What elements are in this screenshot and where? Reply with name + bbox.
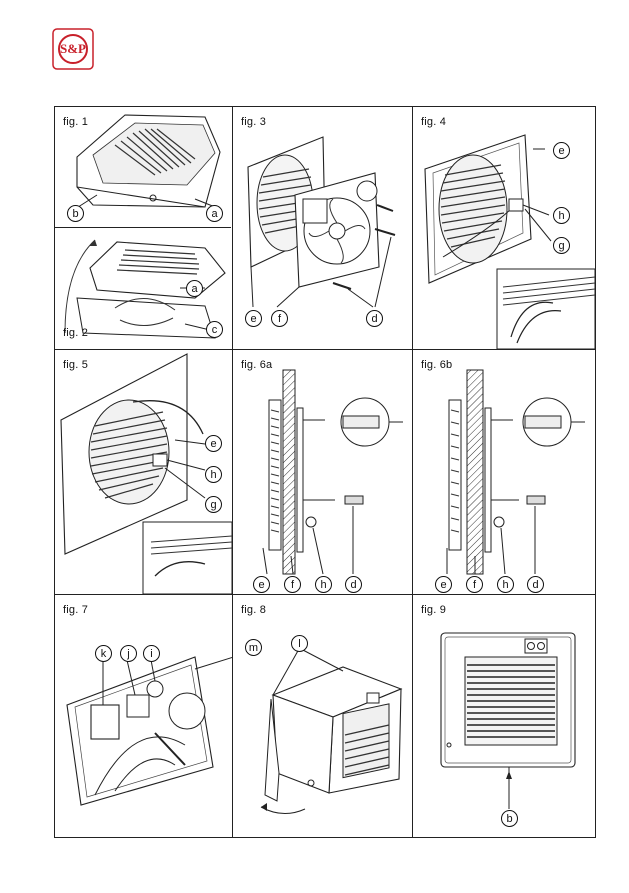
fig5-drawing	[60, 353, 232, 594]
fig7-callout-m: m	[245, 639, 262, 656]
fig1-drawing	[74, 114, 221, 210]
fig4-label: fig. 4	[421, 116, 447, 128]
fig2-callout-a: a	[186, 280, 203, 297]
figure-grid: fig. 1 b a	[54, 106, 596, 838]
fig6a-drawing	[262, 369, 403, 575]
fig4-callout-g: g	[553, 237, 570, 254]
fig6b-callout-h: h	[497, 576, 514, 593]
fig1-callout-a: a	[206, 205, 223, 222]
fig5-label: fig. 5	[63, 359, 89, 371]
fig5-callout-g: g	[205, 496, 222, 513]
fig5-callout-e: e	[205, 435, 222, 452]
grid-divider	[55, 594, 595, 595]
logo-text: S&P	[60, 41, 86, 56]
fig6b-panel: fig. 6b	[413, 350, 595, 594]
fig6b-callout-e: e	[435, 576, 452, 593]
fig6a-label: fig. 6a	[241, 359, 273, 371]
fig6b-callout-f: f	[466, 576, 483, 593]
fig4-drawing	[424, 134, 595, 349]
fig4-callout-h: h	[553, 207, 570, 224]
fig6a-callout-f: f	[284, 576, 301, 593]
fig3-drawing	[247, 136, 396, 308]
grid-divider	[412, 107, 413, 837]
fig9-panel: fig. 9 b	[413, 595, 595, 839]
fig8-callout-l: l	[291, 635, 308, 652]
fig7-panel: fig. 7 k j i	[55, 595, 232, 839]
fig3-callout-d: d	[366, 310, 383, 327]
sp-logo: S&P	[52, 28, 94, 70]
fig9-label: fig. 9	[421, 604, 447, 616]
fig5-callout-h: h	[205, 466, 222, 483]
fig6a-panel: fig. 6a	[233, 350, 412, 594]
fig9-drawing	[440, 632, 576, 809]
fig6b-label: fig. 6b	[421, 359, 453, 371]
fig8-label: fig. 8	[241, 604, 267, 616]
fig7-callout-k: k	[95, 645, 112, 662]
fig2-panel: fig. 2 a c	[55, 228, 232, 349]
fig7-callout-j: j	[120, 645, 137, 662]
fig3-callout-f: f	[271, 310, 288, 327]
fig3-label: fig. 3	[241, 116, 267, 128]
fig6a-callout-d: d	[345, 576, 362, 593]
grid-divider	[232, 107, 233, 837]
fig7-callout-i: i	[143, 645, 160, 662]
fig3-callout-e: e	[245, 310, 262, 327]
fig2-label: fig. 2	[63, 327, 89, 339]
fig3-panel: fig. 3	[233, 107, 412, 349]
fig7-label: fig. 7	[63, 604, 89, 616]
fig6b-drawing	[446, 369, 585, 575]
fig8-drawing	[260, 648, 403, 814]
grid-divider	[55, 227, 231, 228]
fig8-panel: fig. 8 l	[233, 595, 412, 839]
fig6a-callout-h: h	[315, 576, 332, 593]
fig1-label: fig. 1	[63, 116, 89, 128]
fig4-panel: fig. 4 e h	[413, 107, 595, 349]
fig5-panel: fig. 5 e h g	[55, 350, 232, 594]
fig4-callout-e: e	[553, 142, 570, 159]
fig7-drawing	[66, 656, 232, 806]
fig6b-callout-d: d	[527, 576, 544, 593]
fig2-callout-c: c	[206, 321, 223, 338]
fig9-callout-b: b	[501, 810, 518, 827]
fig1-callout-b: b	[67, 205, 84, 222]
fig1-panel: fig. 1 b a	[55, 107, 232, 227]
grid-divider	[55, 349, 595, 350]
fig6a-callout-e: e	[253, 576, 270, 593]
